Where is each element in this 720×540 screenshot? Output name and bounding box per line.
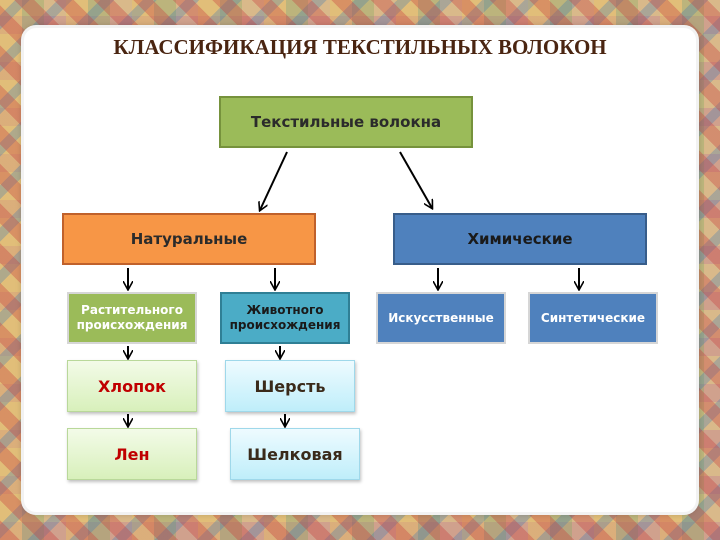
- node-wool: Шерсть: [225, 360, 355, 412]
- node-silk-label: Шелковая: [247, 444, 343, 464]
- diagram-title: КЛАССИФИКАЦИЯ ТЕКСТИЛЬНЫХ ВОЛОКОН: [113, 35, 607, 59]
- node-natural: Натуральные: [62, 213, 316, 265]
- node-plant-origin: Растительного происхождения: [67, 292, 197, 344]
- node-natural-label: Натуральные: [130, 230, 248, 248]
- node-synthetic: Синтетические: [528, 292, 658, 344]
- node-artificial: Искусственные: [376, 292, 506, 344]
- node-textile-fibers-label: Текстильные волокна: [250, 113, 442, 131]
- node-plant-origin-label: Растительного происхождения: [76, 303, 188, 332]
- node-synthetic-label: Синтетические: [540, 310, 646, 325]
- node-artificial-label: Искусственные: [388, 310, 494, 325]
- node-cotton-label: Хлопок: [98, 376, 166, 396]
- node-chemical: Химические: [393, 213, 647, 265]
- node-textile-fibers: Текстильные волокна: [219, 96, 473, 148]
- node-chemical-label: Химические: [467, 230, 573, 248]
- node-cotton: Хлопок: [67, 360, 197, 412]
- node-silk: Шелковая: [230, 428, 360, 480]
- node-flax: Лен: [67, 428, 197, 480]
- node-flax-label: Лен: [114, 444, 150, 464]
- node-animal-origin-label: Животного происхождения: [229, 303, 341, 332]
- node-wool-label: Шерсть: [254, 376, 326, 396]
- node-animal-origin: Животного происхождения: [220, 292, 350, 344]
